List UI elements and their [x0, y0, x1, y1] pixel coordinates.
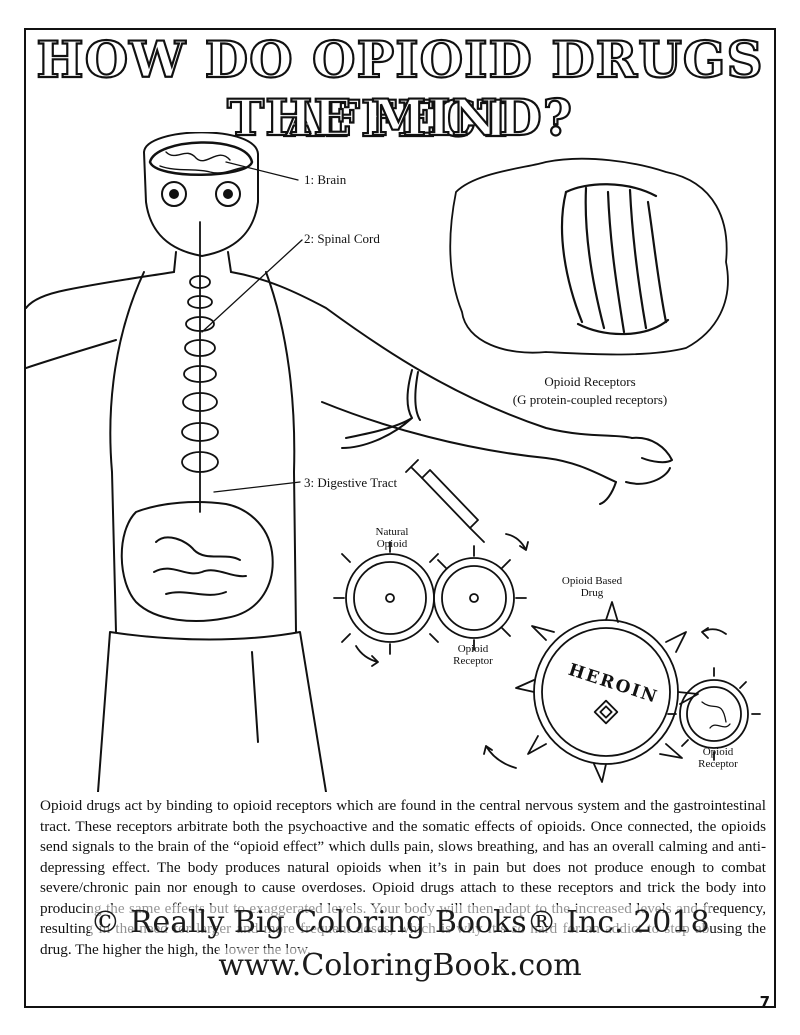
label-opioid-receptor-b: Opioid Receptor	[688, 746, 748, 770]
watermark-copyright-text: © Really Big Coloring Books® Inc. 2018	[90, 905, 709, 940]
label-spinal-cord: 2: Spinal Cord	[304, 231, 380, 247]
label-opioid-receptor: Opioid Receptor	[443, 643, 503, 667]
label-natural-opioid-line-2: Opioid	[362, 538, 422, 550]
label-brain: 1: Brain	[304, 172, 346, 188]
receptor-protein-image	[450, 159, 728, 355]
natural-opioid-gear	[334, 542, 438, 654]
label-natural-opioid-line-1: Natural	[362, 526, 422, 538]
label-opioid-based-drug-line-2: Drug	[552, 587, 632, 599]
label-opioid-receptor-line-2: Receptor	[443, 655, 503, 667]
watermark-url: www.ColoringBook.com	[0, 948, 800, 983]
watermark-copyright: © Really Big Coloring Books® Inc. 2018	[0, 905, 800, 940]
receptor-caption-line-1: Opioid Receptors	[440, 373, 740, 391]
label-opioid-receptor-b-line-2: Receptor	[688, 758, 748, 770]
label-opioid-receptor-b-line-1: Opioid	[688, 746, 748, 758]
receptor-caption: Opioid Receptors (G protein-coupled rece…	[440, 373, 740, 409]
watermark-url-text: www.ColoringBook.com	[218, 948, 581, 983]
label-opioid-based-drug: Opioid Based Drug	[552, 575, 632, 599]
pointer-lines	[202, 162, 302, 492]
label-opioid-receptor-line-1: Opioid	[443, 643, 503, 655]
receptor-caption-line-2: (G protein-coupled receptors)	[440, 391, 740, 409]
label-opioid-based-drug-line-1: Opioid Based	[552, 575, 632, 587]
anatomy-illustration	[26, 132, 774, 792]
page-number: 7	[760, 993, 770, 1011]
label-digestive-tract: 3: Digestive Tract	[304, 475, 397, 491]
opioid-receptor-gear	[434, 546, 526, 650]
label-natural-opioid: Natural Opioid	[362, 526, 422, 550]
